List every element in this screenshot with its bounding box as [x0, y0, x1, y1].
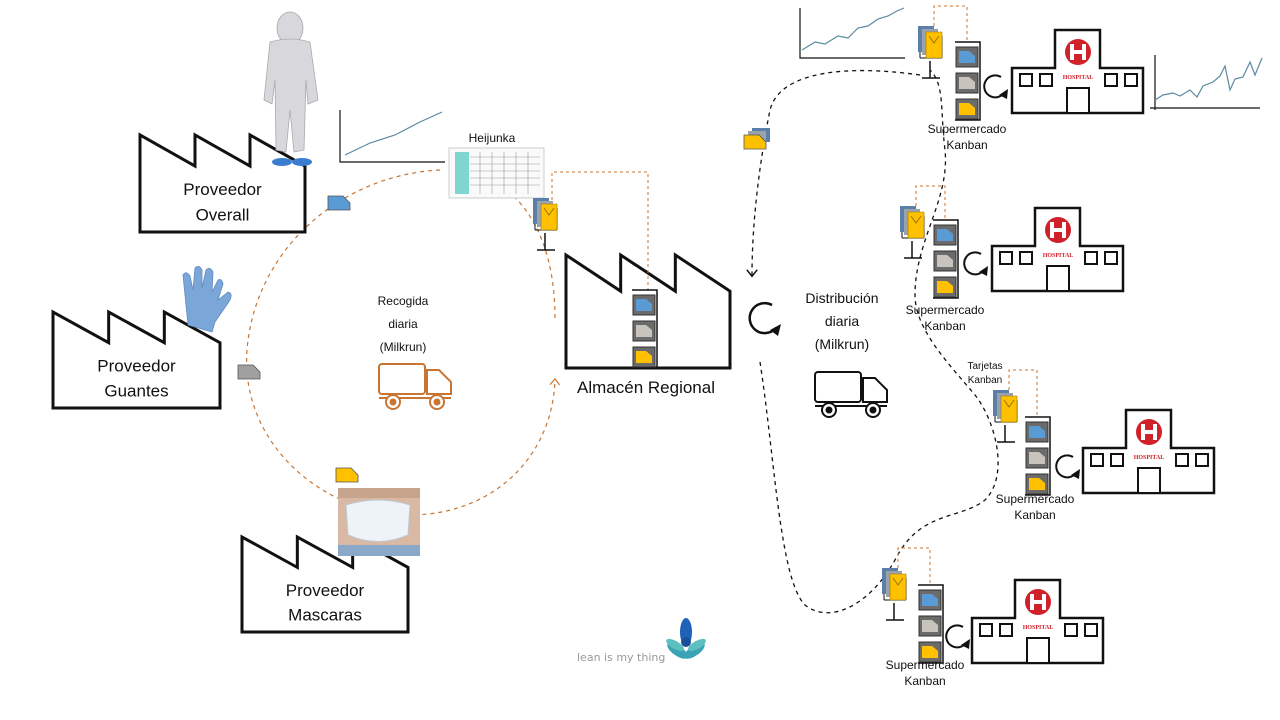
line-chart-icon: [799, 7, 905, 59]
mask-worker-photo: [338, 488, 420, 556]
hospital-icon: HOSPITAL: [1081, 408, 1216, 495]
kanban-card-icon: [993, 390, 1018, 443]
pickup-label: Recogida: [378, 294, 429, 308]
factory-icon: [240, 534, 410, 634]
line-chart-icon: [339, 110, 445, 163]
supermarket-label: Supermercado: [928, 122, 1007, 136]
glove-photo: [182, 266, 232, 333]
distribution-label: (Milkrun): [815, 336, 869, 352]
factory-icon: [51, 309, 222, 410]
supermarket-label: Kanban: [1014, 508, 1055, 522]
distribution-label: diaria: [825, 313, 859, 329]
lotus-logo-icon: [666, 618, 706, 659]
supermarket-label: Supermercado: [996, 492, 1075, 506]
supplier-name: Proveedor: [97, 357, 176, 376]
kanban-supermarket-rack: [918, 584, 944, 664]
supermarket-label: Kanban: [924, 319, 965, 333]
warehouse-label: Almacén Regional: [577, 378, 715, 397]
cycle-arrow-icon: [1055, 454, 1080, 479]
pickup-milkrun-loop: [246, 169, 561, 516]
distribution-label: Distribución: [805, 290, 878, 306]
kanban-bin: [1029, 452, 1045, 464]
supplier-name: Mascaras: [288, 606, 362, 625]
kanban-card-icon: [882, 568, 907, 621]
kanban-bin: [937, 255, 953, 267]
supermarket-label: Kanban: [946, 138, 987, 152]
kanban-bin: [1029, 426, 1045, 438]
hospital-sign: HOSPITAL: [1134, 455, 1165, 461]
cycle-arrow-icon: [963, 251, 988, 276]
hospital-sign: HOSPITAL: [1023, 625, 1054, 631]
overall-worker-photo: [263, 11, 319, 166]
kanban-bin: [959, 51, 975, 63]
hospital-sign: HOSPITAL: [1063, 75, 1094, 81]
kanban-card-icon: [237, 364, 261, 380]
kanban-card-icon: [327, 195, 351, 211]
kanban-signal-link: [933, 5, 968, 42]
pickup-label: (Milkrun): [380, 340, 427, 354]
logo-text: lean is my thing: [577, 651, 665, 664]
heijunka-box: Heijunka: [448, 131, 545, 199]
kanban-bin: [636, 299, 652, 311]
kanban-bin: [636, 325, 652, 337]
kanban-cards-label: Kanban: [968, 375, 1002, 386]
lean-is-my-thing-logo: lean is my thing: [577, 618, 706, 664]
factory-icon: [138, 132, 307, 234]
cycle-arrow-icon: [983, 74, 1008, 99]
kanban-bin: [959, 77, 975, 89]
kanban-bin: [922, 620, 938, 632]
kanban-bin: [1029, 478, 1045, 490]
supermarket-label: Supermercado: [886, 658, 965, 672]
supermarket-label: Kanban: [904, 674, 945, 688]
distribution-milkrun-loop: [746, 69, 921, 278]
supplier-name: Overall: [196, 205, 250, 224]
supermarket-label: Supermercado: [906, 303, 985, 317]
kanban-card-icon: [918, 26, 943, 79]
distribution-milkrun-loop: [759, 69, 999, 614]
kanban-bin: [937, 229, 953, 241]
line-chart-icon: [1150, 55, 1263, 110]
cycle-arrow-icon: [945, 624, 970, 649]
kanban-signal-link: [915, 185, 946, 220]
kanban-signal-link: [897, 547, 931, 585]
hospital-sign: HOSPITAL: [1043, 253, 1074, 259]
pickup-truck-icon: [378, 363, 452, 410]
kanban-cards-label: Tarjetas: [967, 361, 1002, 372]
kanban-bin: [922, 594, 938, 606]
kanban-bin: [937, 281, 953, 293]
hospital-icon: HOSPITAL: [1010, 28, 1145, 115]
cycle-arrow-icon: [748, 301, 781, 336]
kanban-card-icon: [900, 206, 925, 259]
distribution-truck-icon: [814, 371, 888, 418]
supplier-name: Proveedor: [286, 581, 365, 600]
kanban-card-icon: [533, 198, 558, 251]
kanban-card-icon: [335, 467, 359, 483]
supplier-name: Guantes: [104, 381, 168, 400]
kanban-bin: [959, 103, 975, 115]
kanban-bin: [922, 646, 938, 658]
heijunka-link: [551, 171, 649, 292]
kanban-supermarket-rack: [632, 289, 658, 369]
kanban-supermarket-rack: [933, 219, 959, 299]
kanban-bin: [636, 351, 652, 363]
supplier-name: Proveedor: [183, 180, 262, 199]
pickup-label: diaria: [388, 317, 418, 331]
kanban-card-icon: [743, 134, 767, 150]
heijunka-label: Heijunka: [469, 131, 516, 145]
hospital-icon: HOSPITAL: [970, 578, 1105, 665]
kanban-supermarket-rack: [955, 41, 981, 121]
hospital-icon: HOSPITAL: [990, 206, 1125, 293]
kanban-supermarket-rack: [1025, 416, 1051, 496]
